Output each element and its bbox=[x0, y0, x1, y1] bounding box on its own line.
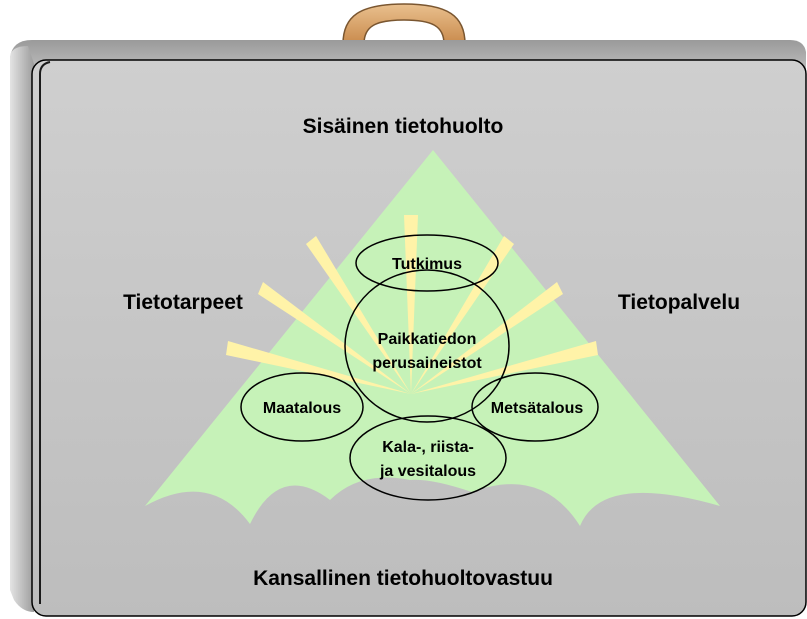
right-ellipse bbox=[471, 372, 599, 442]
left-label: Tietotarpeet bbox=[123, 291, 243, 314]
right-ellipse-label: Metsätalous bbox=[491, 400, 584, 417]
bottom-ellipse-line2: ja vesitalous bbox=[379, 463, 476, 480]
top-label: Sisäinen tietohuolto bbox=[303, 115, 504, 138]
right-label: Tietopalvelu bbox=[618, 291, 740, 314]
center-label-line2: perusaineistot bbox=[372, 355, 482, 372]
bottom-ellipse bbox=[349, 415, 507, 501]
top-ellipse bbox=[355, 234, 499, 292]
briefcase-handle bbox=[342, 3, 466, 45]
ellipses bbox=[240, 234, 599, 501]
left-ellipse-label: Maatalous bbox=[263, 400, 341, 417]
bottom-label: Kansallinen tietohuoltovastuu bbox=[253, 567, 553, 590]
left-ellipse bbox=[240, 372, 364, 442]
bottom-ellipse-line1: Kala-, riista- bbox=[382, 439, 474, 456]
center-label-line1: Paikkatiedon bbox=[378, 331, 477, 348]
top-ellipse-label: Tutkimus bbox=[392, 256, 462, 273]
sunburst-rays bbox=[226, 215, 598, 394]
center-circle bbox=[344, 269, 510, 423]
